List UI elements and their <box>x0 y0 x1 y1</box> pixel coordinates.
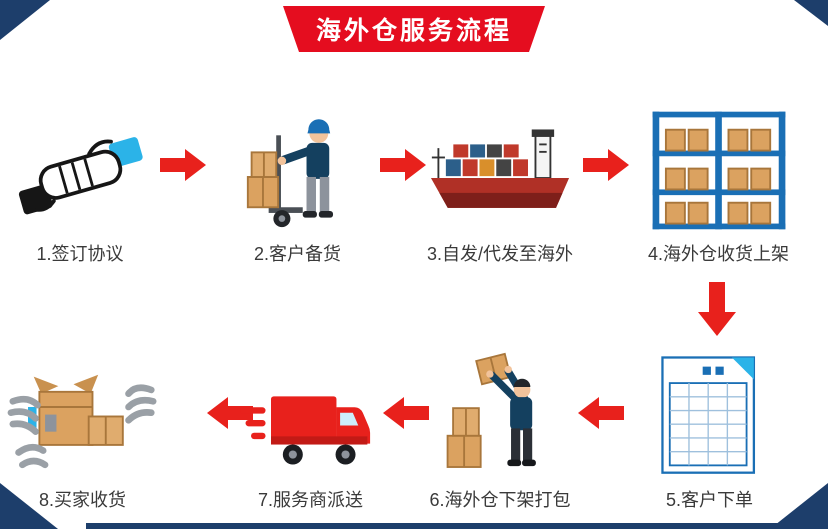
corner-triangle-top-right <box>794 0 828 26</box>
bottom-navy-strip <box>86 523 782 529</box>
stocking-cart-icon <box>227 92 369 234</box>
step-label-5: 5.客户下单 <box>665 490 753 510</box>
flow-arrow-down-icon <box>697 282 737 336</box>
step-label-7: 7.服务商派送 <box>257 490 363 510</box>
receive-goods-icon <box>7 338 159 480</box>
step-2-customer-stock: 2.客户备货 <box>215 92 380 266</box>
cargo-ship-icon <box>425 92 575 234</box>
order-form-icon <box>646 338 774 480</box>
step-4-warehouse-shelving: 4.海外仓收货上架 <box>636 92 801 266</box>
step-label-2: 2.客户备货 <box>253 244 341 264</box>
flow-arrow-right-icon <box>380 146 426 184</box>
corner-triangle-top-left <box>0 0 50 40</box>
flow-arrow-right-icon <box>583 146 629 184</box>
flow-arrow-right-icon <box>160 146 206 184</box>
step-5-customer-order: 5.客户下单 <box>632 338 787 512</box>
step-label-3: 3.自发/代发至海外 <box>426 244 573 264</box>
step-1-sign-agreement: 1.签订协议 <box>0 92 160 266</box>
step-3-ship-overseas: 3.自发/代发至海外 <box>425 92 575 266</box>
step-label-6: 6.海外仓下架打包 <box>429 490 571 510</box>
flow-arrow-left-icon <box>207 394 253 432</box>
step-8-buyer-receive: 8.买家收货 <box>0 338 165 512</box>
unpack-shelf-icon <box>431 338 569 480</box>
handshake-icon <box>9 92 151 234</box>
step-7-provider-delivery: 7.服务商派送 <box>239 338 373 512</box>
step-label-4: 4.海外仓收货上架 <box>647 244 789 264</box>
delivery-truck-icon <box>238 338 384 480</box>
page-title: 海外仓服务流程 <box>315 17 512 45</box>
warehouse-rack-icon <box>643 92 795 234</box>
step-label-1: 1.签订协议 <box>36 244 124 264</box>
flow-arrow-left-icon <box>383 394 429 432</box>
step-label-8: 8.买家收货 <box>38 490 126 510</box>
title-banner: 海外仓服务流程 <box>283 6 545 52</box>
flow-arrow-left-icon <box>578 394 624 432</box>
step-6-warehouse-pick-pack: 6.海外仓下架打包 <box>429 338 571 512</box>
